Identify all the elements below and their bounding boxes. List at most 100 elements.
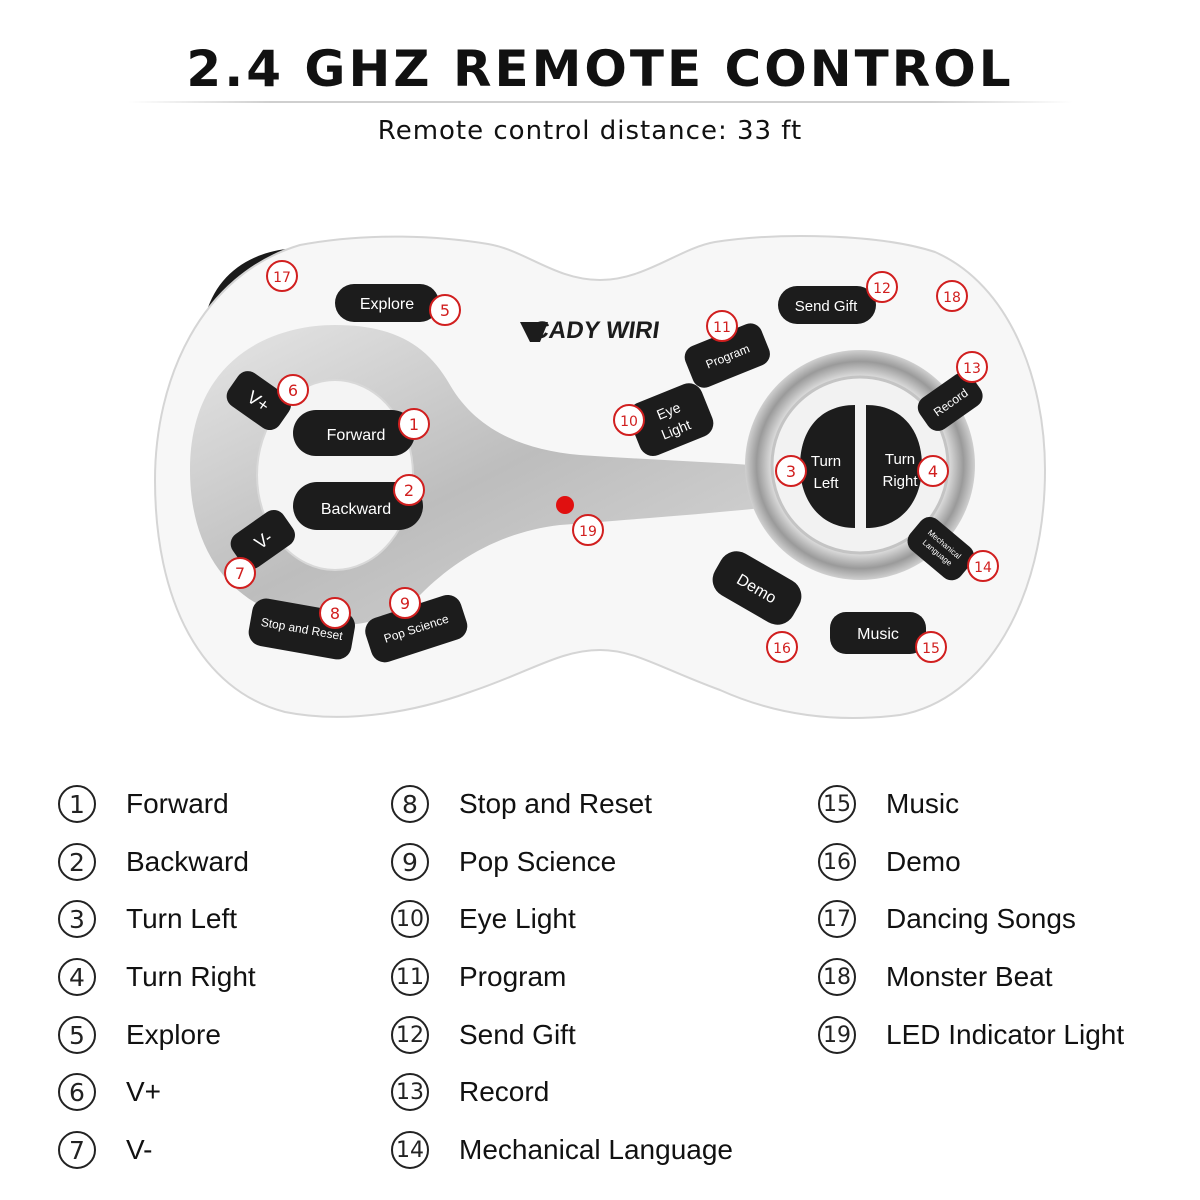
- turn-left-button[interactable]: Turn Left: [800, 405, 855, 528]
- legend-label: Record: [459, 1076, 550, 1107]
- turn-right-button[interactable]: Turn Right: [866, 405, 922, 528]
- svg-text:1: 1: [409, 415, 419, 434]
- svg-text:Right: Right: [882, 473, 918, 490]
- legend-item: 17 Dancing Songs: [818, 897, 1076, 941]
- v-plus-button[interactable]: V+: [222, 366, 296, 434]
- backward-button[interactable]: Backward: [293, 482, 423, 530]
- legend-label: V-: [126, 1134, 153, 1165]
- legend-number-icon: 7: [58, 1131, 96, 1169]
- legend-label: Dancing Songs: [886, 903, 1076, 934]
- legend-label: Forward: [126, 788, 229, 819]
- svg-text:Forward: Forward: [327, 427, 386, 444]
- program-button[interactable]: Program: [681, 320, 774, 392]
- legend-label: Eye Light: [459, 903, 576, 934]
- svg-text:8: 8: [330, 604, 340, 623]
- callout-5: 5: [429, 294, 461, 326]
- callout-6: 6: [277, 374, 309, 406]
- legend-item: 7 V-: [58, 1128, 152, 1172]
- pop-science-button[interactable]: Pop Science: [362, 591, 471, 666]
- legend-item: 15 Music: [818, 782, 959, 826]
- legend-number-icon: 9: [391, 843, 429, 881]
- legend-item: 13 Record: [391, 1070, 549, 1114]
- callout-14: 14: [967, 550, 999, 582]
- svg-text:3: 3: [786, 462, 796, 481]
- eye-light-button[interactable]: Eye Light: [624, 379, 717, 460]
- legend-label: Explore: [126, 1019, 221, 1050]
- callout-11: 11: [706, 310, 738, 342]
- record-button[interactable]: Record: [913, 368, 987, 436]
- led-indicator: [556, 496, 574, 514]
- legend-number-icon: 2: [58, 843, 96, 881]
- brand-logo: CADY WIRI: [520, 317, 661, 344]
- callout-15: 15: [915, 631, 947, 663]
- legend-item: 8 Stop and Reset: [391, 782, 652, 826]
- legend-label: Turn Left: [126, 903, 238, 934]
- legend-label: Music: [886, 788, 960, 819]
- legend-number-icon: 14: [391, 1131, 429, 1169]
- callout-4: 4: [917, 455, 949, 487]
- forward-button[interactable]: Forward: [293, 410, 415, 456]
- svg-text:Backward: Backward: [321, 501, 391, 518]
- legend-number-icon: 13: [391, 1073, 429, 1111]
- demo-button[interactable]: Demo: [706, 545, 808, 632]
- callout-9: 9: [389, 587, 421, 619]
- legend-number-icon: 19: [818, 1016, 856, 1054]
- svg-text:Turn: Turn: [885, 451, 915, 468]
- callout-3: 3: [775, 455, 807, 487]
- legend-label: Mechanical Language: [459, 1134, 733, 1165]
- legend-label: Backward: [126, 846, 249, 877]
- svg-text:11: 11: [713, 320, 731, 336]
- svg-text:Send Gift: Send Gift: [795, 298, 858, 315]
- send-gift-button[interactable]: Send Gift: [778, 286, 876, 324]
- svg-text:10: 10: [620, 414, 638, 430]
- legend-item: 2 Backward: [58, 840, 249, 884]
- legend-item: 10 Eye Light: [391, 897, 576, 941]
- svg-text:13: 13: [963, 361, 981, 377]
- legend-label: LED Indicator Light: [886, 1019, 1125, 1050]
- svg-text:2: 2: [404, 481, 414, 500]
- v-minus-button[interactable]: V-: [226, 505, 300, 573]
- legend-item: 18 Monster Beat: [818, 955, 1053, 999]
- callout-18: 18: [936, 280, 968, 312]
- page-subtitle: Remote control distance: 33 ft: [377, 116, 803, 146]
- svg-text:19: 19: [579, 524, 597, 540]
- svg-text:Turn: Turn: [811, 453, 841, 470]
- callout-1: 1: [398, 408, 430, 440]
- legend-number-icon: 8: [391, 785, 429, 823]
- callout-17: 17: [266, 260, 298, 292]
- legend-label: Monster Beat: [886, 961, 1053, 992]
- legend-number-icon: 6: [58, 1073, 96, 1111]
- explore-button[interactable]: Explore: [335, 284, 439, 322]
- music-button[interactable]: Music: [830, 612, 926, 654]
- callout-19: 19: [572, 514, 604, 546]
- legend-number-icon: 17: [818, 900, 856, 938]
- legend-number-icon: 10: [391, 900, 429, 938]
- legend-number-icon: 3: [58, 900, 96, 938]
- svg-text:17: 17: [273, 270, 291, 286]
- svg-text:4: 4: [928, 462, 938, 481]
- legend-number-icon: 18: [818, 958, 856, 996]
- legend-item: 3 Turn Left: [58, 897, 237, 941]
- legend-label: Demo: [886, 846, 961, 877]
- svg-text:6: 6: [288, 381, 298, 400]
- legend-number-icon: 15: [818, 785, 856, 823]
- legend-number-icon: 4: [58, 958, 96, 996]
- svg-text:Explore: Explore: [360, 296, 414, 313]
- legend-label: Program: [459, 961, 567, 992]
- legend-label: Stop and Reset: [459, 788, 653, 819]
- svg-text:9: 9: [400, 594, 410, 613]
- svg-text:7: 7: [235, 564, 245, 583]
- svg-text:14: 14: [974, 560, 992, 576]
- svg-text:CADY WIRI: CADY WIRI: [530, 317, 661, 344]
- svg-text:18: 18: [943, 290, 961, 306]
- page-title: 2.4 GHZ REMOTE CONTROL: [186, 40, 1014, 98]
- legend-number-icon: 1: [58, 785, 96, 823]
- legend-item: 1 Forward: [58, 782, 229, 826]
- legend-number-icon: 12: [391, 1016, 429, 1054]
